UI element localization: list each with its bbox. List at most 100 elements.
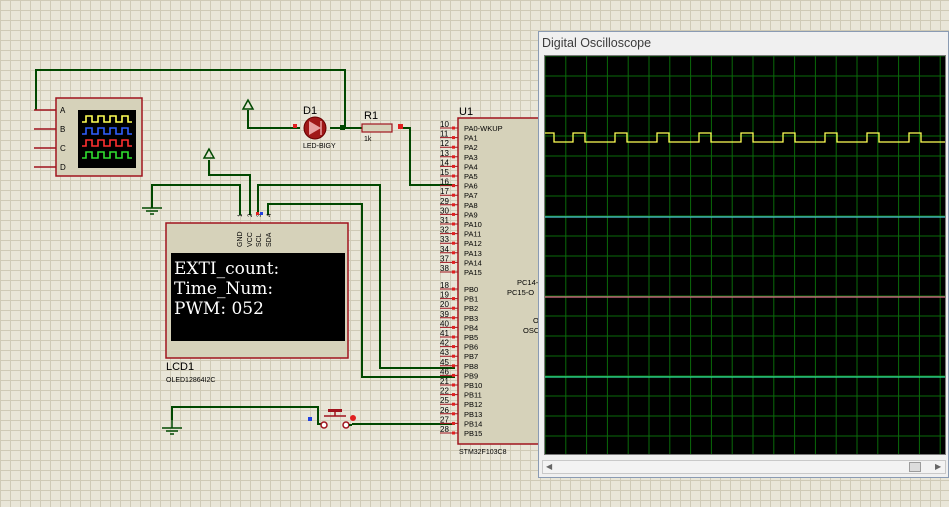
oled-lcd1[interactable]: GND VCC SCL SDA 1 2 3 4 EXTI_count: Time… [165,212,349,384]
scope-channel-c-label: C [60,144,66,153]
lcd-pin-num-2: 2 [248,213,254,217]
mcu-pin-name: PA0-WKUP [464,124,503,133]
mcu-pin-number: 19 [440,291,449,300]
mcu-pin-marker [452,412,455,416]
mcu-pin-number: 27 [440,415,449,424]
mcu-pin-name: PA15 [464,268,482,277]
mcu-pin-marker [452,287,455,291]
mcu-pin-name: PA7 [464,191,478,200]
mcu-pin-marker [452,364,455,368]
mcu-pin-number: 32 [440,226,449,235]
mcu-pin-number: 30 [440,206,449,215]
mcu-pin-name: PA8 [464,201,478,210]
mcu-pin-name: PA9 [464,210,478,219]
mcu-pin-number: 38 [440,264,449,273]
mcu-pin-marker [452,136,455,140]
mcu-pin-number: 40 [440,319,449,328]
mcu-pin-marker [452,373,455,377]
mcu-pin-name: PA4 [464,162,478,171]
oscilloscope-plot [544,55,945,454]
mcu-pin-marker [452,383,455,387]
scope-channel-b-label: B [60,125,65,134]
mcu-pin-marker [452,174,455,178]
mcu-pin-name: PB0 [464,285,478,294]
mcu-pin-number: 25 [440,396,449,405]
mcu-pin-marker [452,232,455,236]
mcu-pin-marker [452,431,455,435]
lcd-part-label: OLED12864I2C [166,377,215,384]
mcu-pin-name: PB11 [464,391,482,400]
mcu-pin-number: 14 [440,158,449,167]
mcu-right-pin-3: OSC [523,326,540,335]
scroll-thumb[interactable] [909,462,921,472]
mcu-pin-number: 15 [440,168,449,177]
resistor-value-label: 1k [364,136,372,143]
mcu-pin-name: PA6 [464,182,478,191]
mcu-pin-number: 26 [440,406,449,415]
mcu-pin-name: PB4 [464,323,478,332]
oscilloscope-display[interactable] [544,55,946,455]
horizontal-scrollbar[interactable]: ◀ ▶ [542,460,946,474]
oled-line-1: EXTI_count: [174,259,279,279]
mcu-pin-marker [452,251,455,255]
mcu-pin-number: 41 [440,329,449,338]
mcu-pin-number: 18 [440,281,449,290]
mcu-pin-marker [452,421,455,425]
lcd-pin-sda: SDA [266,232,273,247]
mcu-pin-name: PB7 [464,352,478,361]
scope-channel-d-label: D [60,163,66,172]
mcu-pin-number: 10 [440,120,449,129]
mcu-pin-name: PA10 [464,220,482,229]
mcu-pin-name: PA1 [464,134,478,143]
mcu-pin-name: PB15 [464,429,482,438]
mcu-pin-marker [452,145,455,149]
mcu-pin-marker [452,335,455,339]
mcu-pin-number: 22 [440,387,449,396]
mcu-pin-number: 20 [440,300,449,309]
mcu-pin-marker [452,260,455,264]
mcu-ref-label: U1 [459,106,473,118]
mcu-pin-marker [452,222,455,226]
resistor-r1[interactable]: R1 1k [361,110,403,143]
mcu-pin-marker [452,270,455,274]
power-terminal-vcc[interactable] [202,147,216,159]
mcu-pin-name: PB6 [464,343,478,352]
mcu-pin-number: 46 [440,367,449,376]
mcu-right-pin-0: PC14- [517,278,539,287]
mcu-pin-marker [452,354,455,358]
mcu-pin-marker [452,316,455,320]
mcu-pin-number: 34 [440,245,449,254]
mcu-pin-name: PB13 [464,410,482,419]
mcu-pin-name: PA13 [464,249,482,258]
mcu-pin-marker [452,126,455,130]
scroll-right-button[interactable]: ▶ [935,462,942,471]
scope-trace-a [544,132,945,143]
lcd-pin-vcc: VCC [247,232,254,247]
mcu-pin-number: 28 [440,425,449,434]
ground-terminal-button[interactable] [162,420,182,435]
push-button[interactable] [308,406,356,429]
mcu-pin-name: PB3 [464,314,478,323]
ground-terminal-lcd[interactable] [142,207,162,215]
mcu-pin-marker [452,306,455,310]
wire-network [35,69,455,425]
power-terminal-led[interactable] [241,98,255,110]
mcu-pin-marker [452,241,455,245]
mcu-pin-marker [452,325,455,329]
mcu-pin-name: PB14 [464,419,482,428]
mcu-pin-marker [452,212,455,216]
mcu-pin-marker [452,393,455,397]
mcu-pin-marker [452,164,455,168]
scroll-left-button[interactable]: ◀ [546,462,553,471]
mcu-pin-number: 17 [440,187,449,196]
oscilloscope-window[interactable]: Digital Oscilloscope ◀ ▶ [538,31,949,478]
mcu-pin-number: 33 [440,235,449,244]
led-d1[interactable]: D1 LED-BIGY [293,105,345,150]
led-ref-label: D1 [303,105,317,117]
oscilloscope-symbol[interactable]: A B C D [34,97,143,177]
lcd-ref-label: LCD1 [166,361,194,373]
lcd-pin-scl: SCL [256,233,263,247]
